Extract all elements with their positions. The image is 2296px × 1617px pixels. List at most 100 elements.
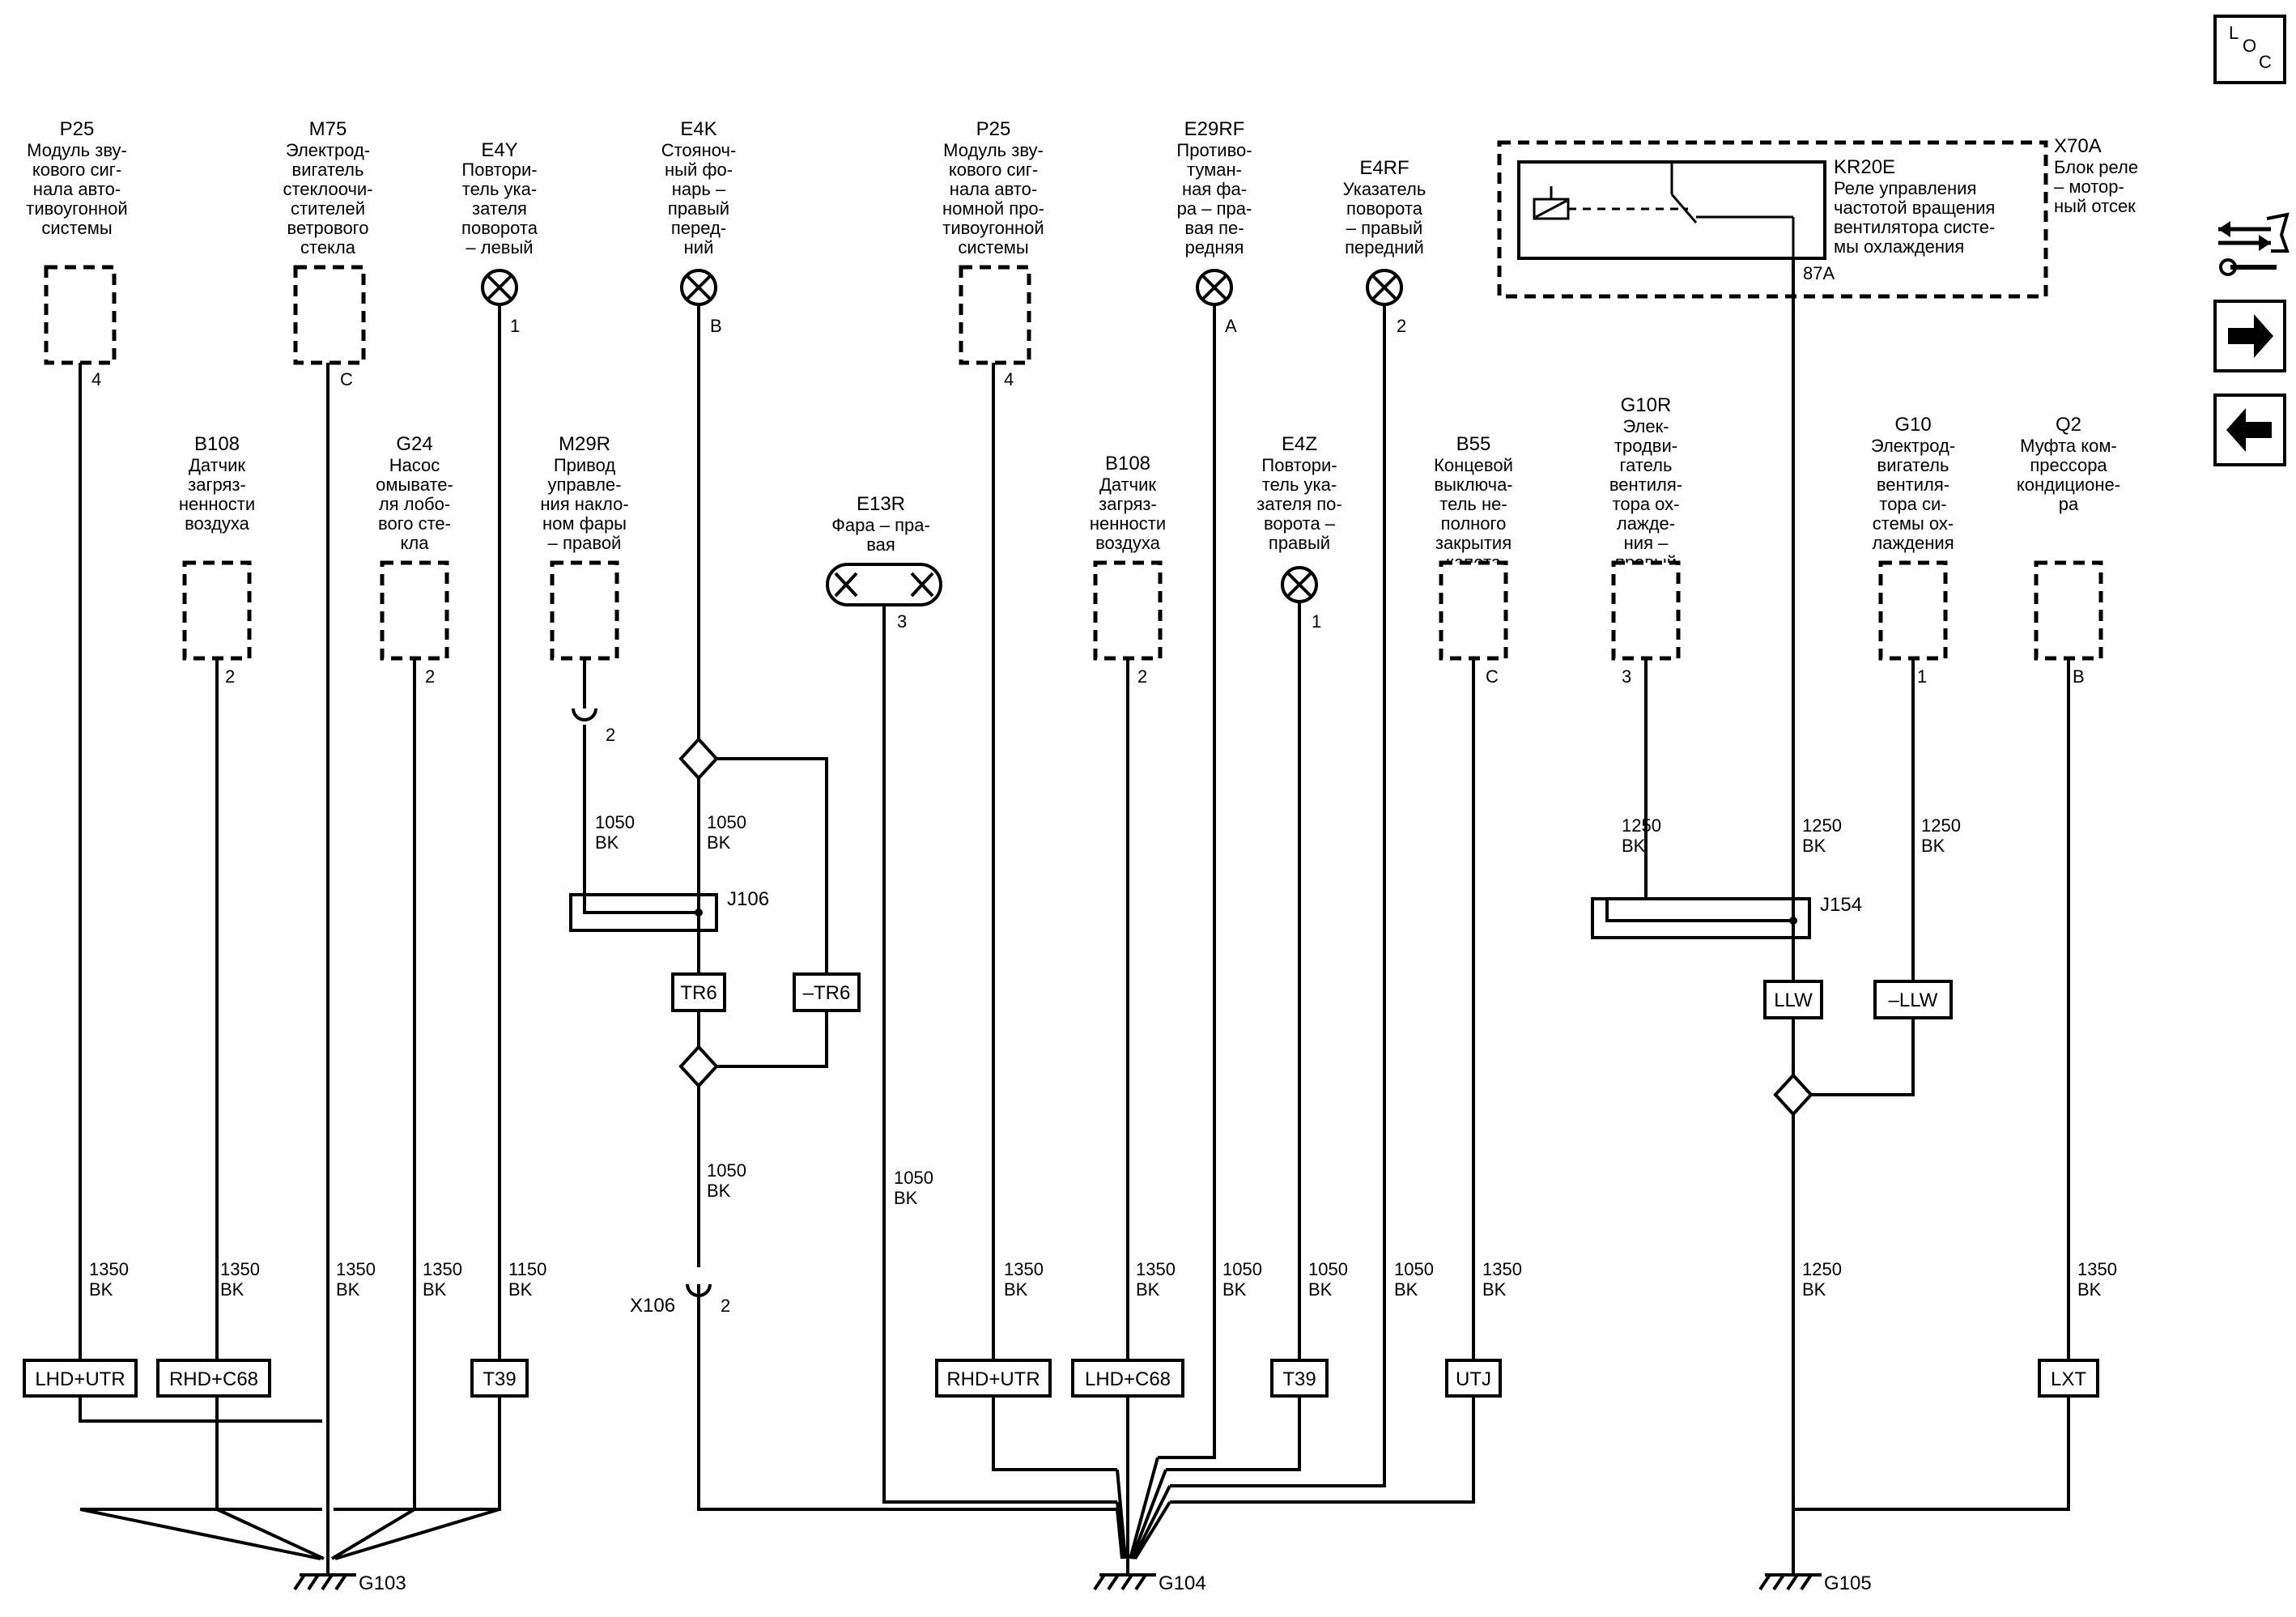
option-lxt: LXT [2051, 1368, 2086, 1390]
wire-color: BK [1802, 836, 1826, 856]
m29r-desc: ния накло- [540, 494, 628, 514]
wire [330, 1508, 416, 1560]
e4z-id: E4Z [1282, 433, 1317, 455]
g10-desc: лаждения [1872, 533, 1954, 553]
e4z-desc: тель ука- [1262, 474, 1337, 495]
g10r-desc: тора ох- [1613, 494, 1680, 514]
next-page-button[interactable] [2213, 300, 2286, 372]
label-e13r: E13R Фара – пра- вая [831, 493, 930, 555]
g10r-desc: Элек- [1622, 416, 1669, 436]
q2-desc: Муфта ком- [2020, 436, 2117, 456]
ground-g105-icon [1758, 1559, 1822, 1591]
wire [697, 1284, 1117, 1511]
wire [882, 605, 1117, 1504]
wire-color: BK [508, 1279, 533, 1300]
wire-size: 1250 [1802, 1259, 1842, 1279]
loc-button[interactable]: L O C [2213, 15, 2286, 84]
wire-size: 1050 [707, 812, 746, 832]
kr20e-pin: 87A [1803, 263, 1835, 283]
wire-color: BK [595, 832, 619, 853]
kr20e-id: KR20E [1834, 156, 1895, 178]
wire [1132, 1485, 1171, 1560]
wire [1809, 1018, 1915, 1096]
e4rf-desc: – правый [1346, 218, 1423, 238]
label-e4z: E4Z Повтори- тель ука- зателя по- ворота… [1256, 433, 1342, 553]
p25-right-desc: Модуль зву- [943, 140, 1044, 160]
b55-desc: выключа- [1434, 474, 1512, 495]
pin-label: 2 [1137, 666, 1147, 687]
e4rf-desc: поворота [1346, 198, 1423, 219]
m29r-box [550, 560, 619, 661]
label-x70a: X70A Блок реле – мотор- ный отсек [2054, 135, 2138, 216]
wire-size: 1150 [508, 1259, 546, 1279]
e29rf-desc: вая пе- [1184, 218, 1244, 238]
wire [1158, 304, 1216, 1459]
ground-g103-label: G103 [359, 1572, 406, 1594]
pin-label: B [2073, 666, 2085, 687]
m29r-id: M29R [559, 433, 610, 455]
e4z-desc: правый [1269, 533, 1330, 553]
option-rhd-c68: RHD+C68 [169, 1368, 258, 1390]
option-utj: UTJ [1456, 1368, 1491, 1390]
wire-color: BK [1136, 1279, 1160, 1300]
g10r-desc: тродви- [1614, 436, 1677, 456]
wire [1130, 1469, 1167, 1560]
p25-right-id: P25 [976, 118, 1011, 140]
m75-desc: стекла [300, 237, 356, 257]
m75-desc: ветрового [287, 218, 369, 238]
kr20e-desc: вентилятора систе- [1834, 217, 1995, 237]
pin-label: 1 [510, 316, 520, 336]
wire-size: 1050 [1222, 1259, 1262, 1279]
g24-desc: омывате- [376, 474, 453, 495]
wire [1170, 304, 1386, 1487]
j154-splice [1591, 897, 1811, 939]
wire [715, 757, 828, 974]
g10-desc: вентиля- [1877, 474, 1949, 495]
p25-left-desc: кового сиг- [32, 160, 121, 180]
p25-right-desc: нала авто- [950, 179, 1037, 199]
label-p25-left: P25 Модуль зву- кового сиг- нала авто- т… [26, 118, 127, 238]
m29r-desc: управле- [548, 474, 622, 495]
connector-tools-icon[interactable] [2218, 212, 2290, 276]
b108-left-id: B108 [194, 433, 240, 455]
prev-page-button[interactable] [2213, 394, 2286, 466]
m75-desc: Электрод- [286, 140, 370, 160]
e4rf-desc: передний [1345, 237, 1424, 257]
wire-color: BK [894, 1188, 918, 1208]
e29rf-desc: ра – пра- [1177, 198, 1252, 219]
pin-label: 2 [606, 725, 615, 745]
option-diamond-icon [678, 1045, 719, 1088]
g10r-id: G10R [1621, 394, 1672, 416]
wire-color: BK [2077, 1279, 2102, 1300]
e4rf-lamp-icon [1366, 269, 1403, 306]
wire [216, 1508, 325, 1560]
pin-label: A [1225, 316, 1237, 336]
e4z-desc: ворота – [1264, 513, 1336, 534]
label-e4rf: E4RF Указатель поворота – правый передни… [1343, 157, 1426, 257]
e4y-desc: Повтори- [461, 160, 537, 180]
ground-g104-icon [1093, 1559, 1156, 1591]
g24-desc: ля лобо- [379, 494, 450, 514]
wire-color: BK [423, 1279, 447, 1300]
pin-label: 2 [1397, 316, 1406, 336]
e4y-desc: тель ука- [462, 179, 537, 199]
wire [334, 1508, 500, 1560]
g10-desc: Электрод- [1871, 436, 1955, 456]
e29rf-lamp-icon [1196, 269, 1233, 306]
pin-label: 1 [1917, 666, 1927, 687]
wire-size: 1050 [595, 812, 635, 832]
b108-right-desc: загряз- [1099, 494, 1157, 514]
wire-size: 1050 [1394, 1259, 1434, 1279]
pin-label: C [1486, 666, 1499, 687]
label-e4k: E4K Стояноч- ный фо- нарь – правый перед… [661, 118, 737, 257]
ground-g103-icon [293, 1559, 356, 1591]
x70a-desc: Блок реле [2054, 157, 2138, 177]
g10r-desc: гатель [1620, 455, 1673, 475]
g24-id: G24 [396, 433, 432, 455]
e29rf-desc: Противо- [1176, 140, 1252, 160]
wire-color: BK [1921, 836, 1945, 856]
x70a-desc: ный отсек [2054, 196, 2136, 216]
wire-size: 1050 [1308, 1259, 1348, 1279]
label-b108-left: B108 Датчик загряз- ненности воздуха [179, 433, 255, 534]
e4y-desc: – левый [466, 237, 533, 257]
